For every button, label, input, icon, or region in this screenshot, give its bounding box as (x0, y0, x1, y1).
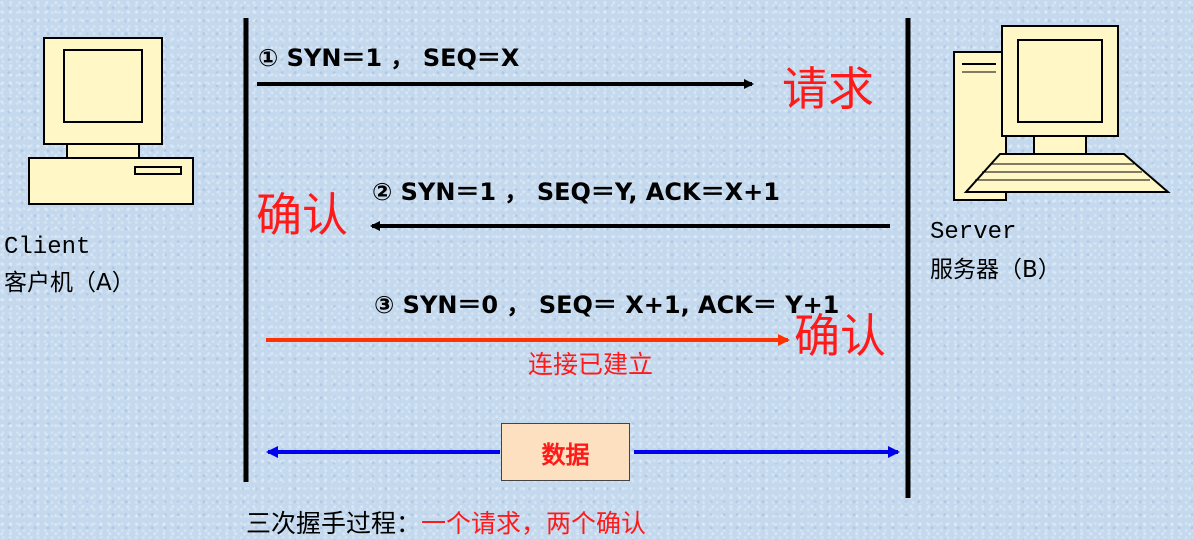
step1-request-tag: 请求 (782, 62, 874, 116)
step3-confirm-tag: 确认 (794, 309, 886, 363)
step2-confirm-tag: 确认 (256, 188, 348, 242)
step2-label: ② SYN＝1 ， SEQ＝Y, ACK＝X+1 (372, 178, 780, 206)
data-box: 数据 (501, 423, 630, 481)
client-label: 客户机（A） (4, 270, 135, 296)
server-label: 服务器（B） (930, 257, 1061, 283)
caption: 三次握手过程：一个请求，两个确认 (246, 504, 646, 540)
step1-label: ① SYN＝1 ， SEQ＝X (258, 44, 520, 72)
caption-prefix: 三次握手过程： (246, 509, 422, 538)
caption-highlight: 一个请求，两个确认 (421, 509, 647, 538)
connection-established-label: 连接已建立 (528, 350, 654, 379)
server-name: Server (930, 219, 1017, 246)
step3-label: ③ SYN＝0 ， SEQ＝ X+1, ACK＝ Y+1 (374, 291, 840, 319)
client-name: Client (4, 234, 91, 261)
